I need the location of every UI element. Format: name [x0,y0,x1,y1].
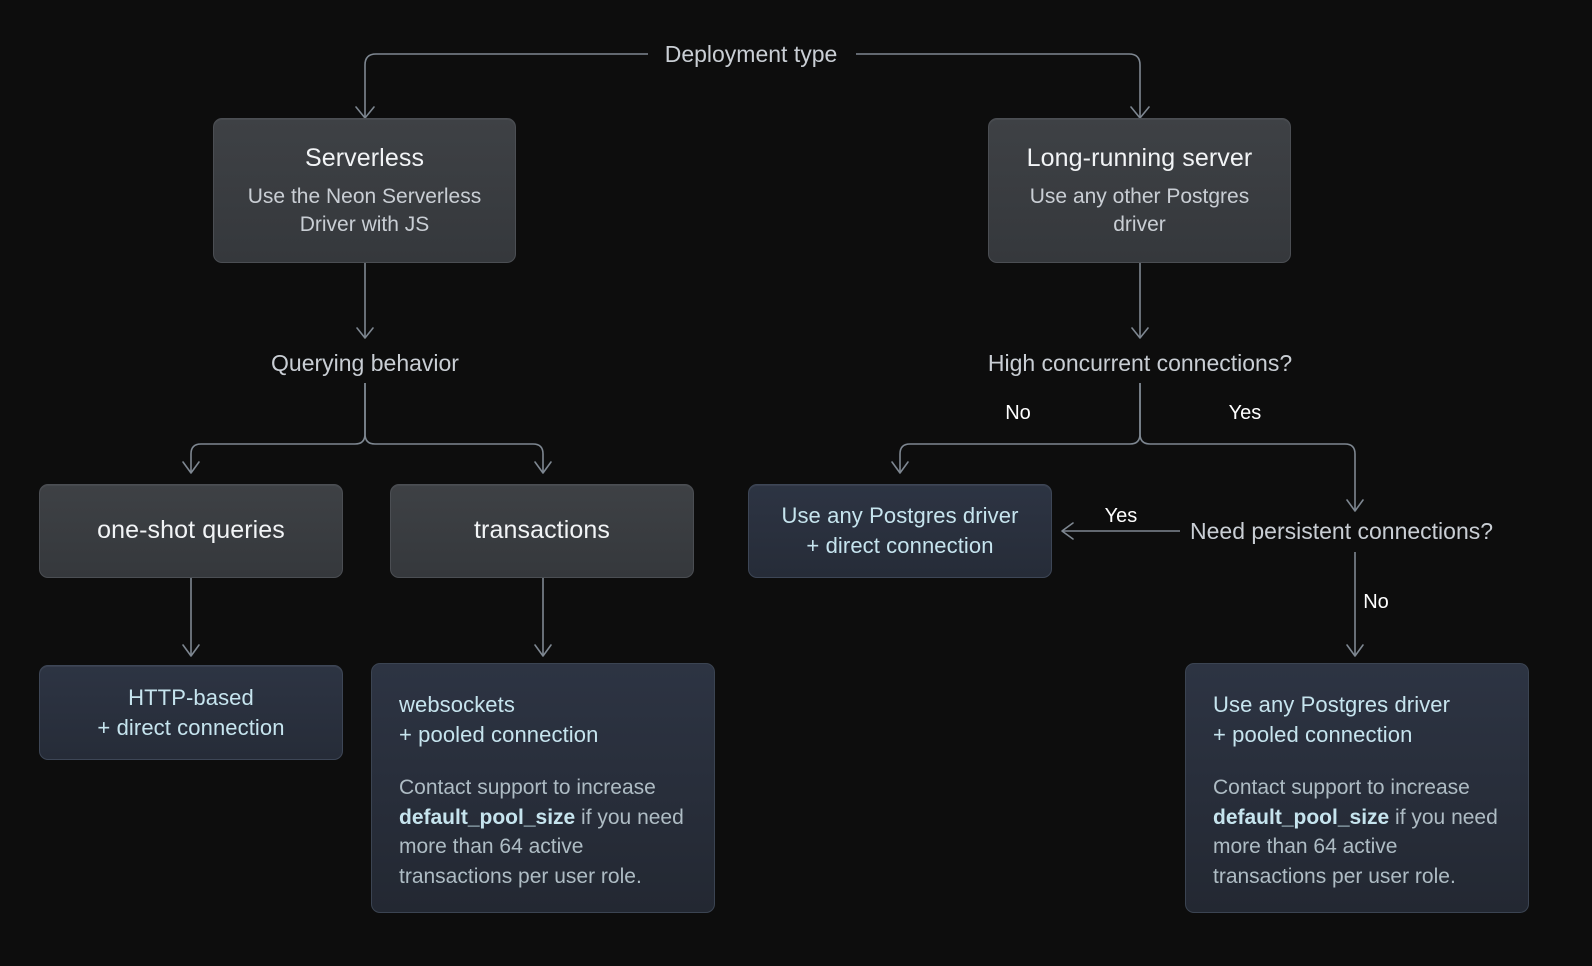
node-websockets-body-suffix: if you need more than 64 active transact… [399,805,684,889]
node-pooled-driver-line1: Use any Postgres driver [1213,692,1451,717]
node-pooled-driver-line2: + pooled connection [1213,722,1413,748]
node-websockets-pooled[interactable]: websockets + pooled connection Contact s… [371,663,715,913]
node-websockets-body: Contact support to increase default_pool… [399,773,687,892]
edge-label-persistent-no: No [1363,591,1389,613]
arrowhead-persistent-no [1346,644,1364,657]
node-direct-driver-line1: Use any Postgres driver [781,503,1019,529]
node-pooled-driver-body-suffix: if you need more than 64 active transact… [1213,805,1498,889]
node-pooled-driver-body: Contact support to increase default_pool… [1213,773,1501,892]
node-long-running-server[interactable]: Long-running server Use any other Postgr… [988,118,1291,263]
decision-querying-behavior: Querying behavior [271,350,459,376]
node-http-based[interactable]: HTTP-based + direct connection [39,665,343,760]
arrowhead-querying [356,327,374,339]
wire-querying-to-transactions [364,383,544,472]
node-websockets-body-prefix: Contact support to increase [399,775,656,799]
arrowhead-concurrent-yes [1346,499,1364,512]
node-direct-postgres-driver[interactable]: Use any Postgres driver + direct connect… [748,484,1052,578]
node-pooled-driver-body-code: default_pool_size [1213,805,1390,829]
node-serverless[interactable]: Serverless Use the Neon Serverless Drive… [213,118,516,263]
node-one-shot-queries-title: one-shot queries [97,516,285,545]
arrowhead-longrunning [1130,106,1150,119]
decision-high-concurrent-connections: High concurrent connections? [987,350,1293,376]
arrowhead-oneshot [182,461,200,474]
wire-concurrent-no [899,383,1141,472]
arrowhead-serverless [355,106,375,119]
node-direct-driver-line2: + direct connection [806,533,994,558]
wire-root-to-serverless [364,53,648,118]
node-transactions-title: transactions [474,516,610,545]
node-http-based-line2: + direct connection [97,714,285,740]
wire-querying-to-oneshot [190,383,366,472]
node-pooled-postgres-driver[interactable]: Use any Postgres driver + pooled connect… [1185,663,1529,913]
edge-label-concurrent-yes: Yes [1228,402,1262,424]
node-serverless-subtitle: Use the Neon Serverless Driver with JS [247,184,482,236]
node-one-shot-queries[interactable]: one-shot queries [39,484,343,578]
node-pooled-driver-body-prefix: Contact support to increase [1213,775,1470,799]
node-serverless-title: Serverless [304,143,425,172]
arrowhead-concurrent [1131,327,1149,339]
arrowhead-transactions [534,461,552,474]
root-label-deployment-type: Deployment type [664,41,838,67]
node-http-based-line1: HTTP-based [128,684,254,710]
node-long-running-subtitle: Use any other Postgres driver [1029,184,1250,236]
wire-root-to-longrunning [856,53,1141,118]
edge-label-persistent-yes: Yes [1104,505,1138,527]
node-transactions[interactable]: transactions [390,484,694,578]
node-websockets-body-code: default_pool_size [399,805,576,829]
node-long-running-title: Long-running server [1026,143,1253,172]
node-websockets-line2: + pooled connection [399,722,599,748]
node-websockets-line1: websockets [399,692,515,717]
arrowhead-concurrent-no [891,461,909,474]
edge-label-concurrent-no: No [1005,402,1031,424]
arrowhead-persistent-yes [1061,522,1074,540]
decision-need-persistent-connections: Need persistent connections? [1190,518,1494,544]
arrowhead-http [182,644,200,657]
arrowhead-websockets [534,644,552,657]
